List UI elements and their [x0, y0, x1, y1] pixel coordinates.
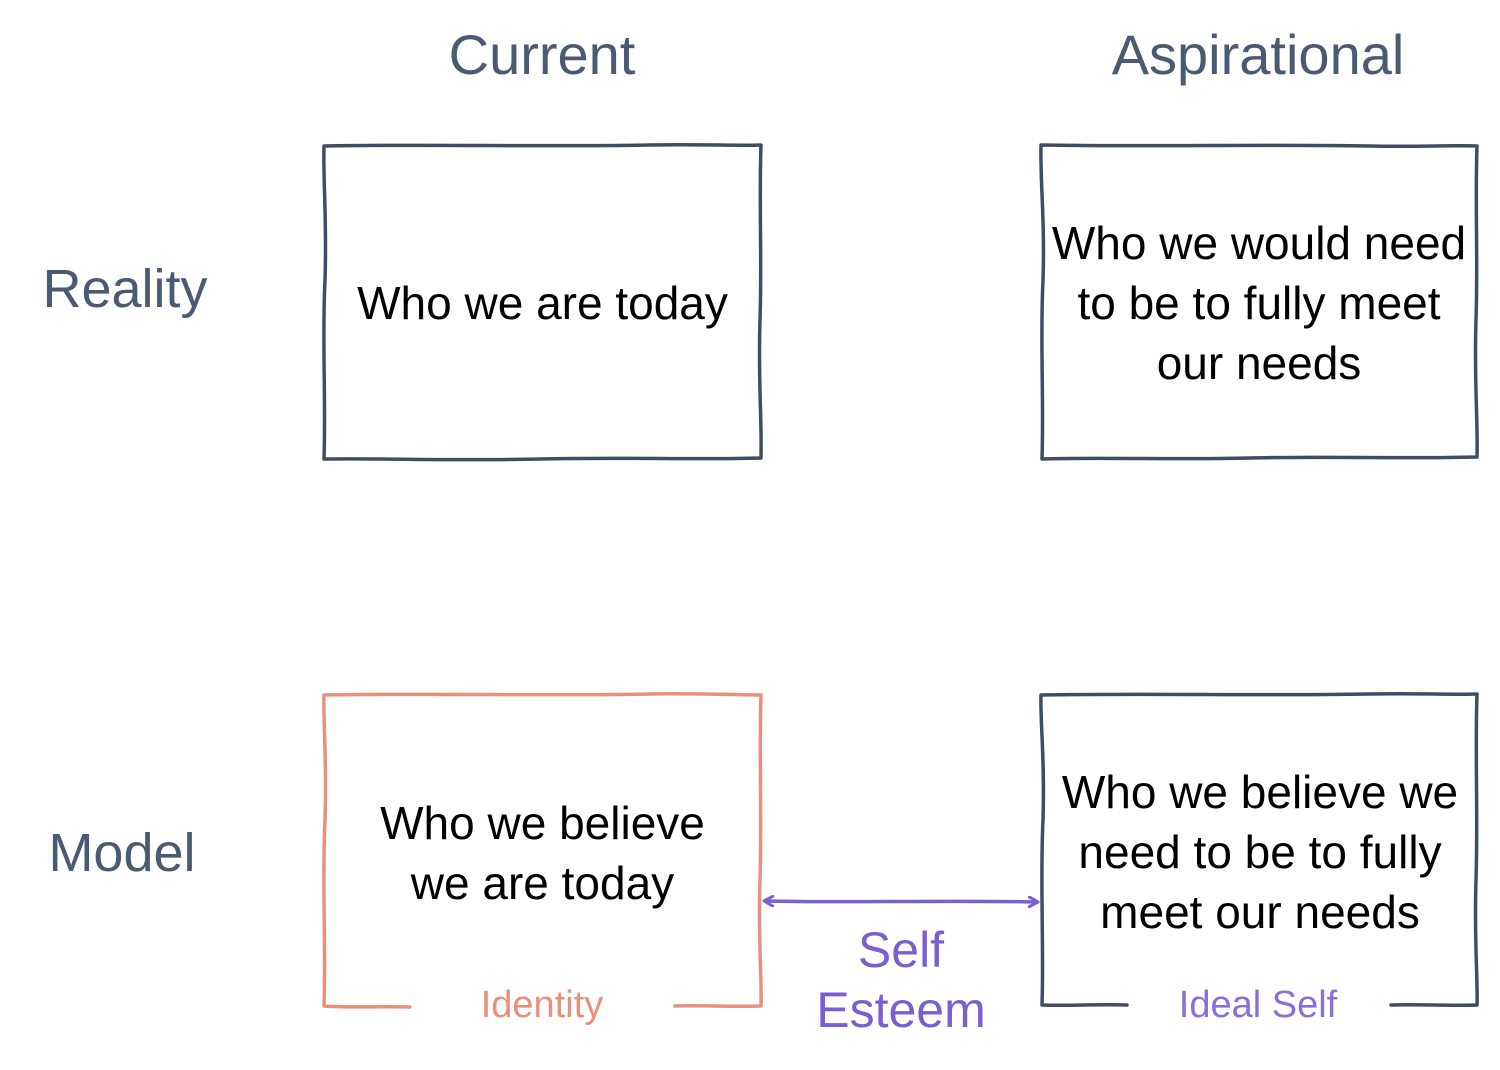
- column-header-aspirational: Aspirational: [1111, 23, 1405, 86]
- row-header-model: Model: [48, 823, 196, 883]
- row-header-reality: Reality: [42, 259, 208, 319]
- ideal-self-label: Ideal Self: [1178, 984, 1338, 1026]
- reality-current-box: [322, 142, 763, 462]
- ideal-self-box: [1039, 691, 1479, 1008]
- column-header-current: Current: [448, 23, 636, 86]
- reality-aspirational-box: [1039, 143, 1479, 461]
- reality-aspirational-text: Who we would need to be to fully meet ou…: [1051, 216, 1467, 389]
- self-esteem-label-line1: Self: [857, 922, 945, 978]
- identity-box: [322, 691, 763, 1009]
- reality-current-text: Who we are today: [357, 276, 728, 329]
- self-esteem-arrow: [765, 901, 1037, 902]
- identity-label: Identity: [480, 984, 604, 1026]
- model-aspirational-text: Who we believe we need to be to fully me…: [1061, 766, 1459, 938]
- model-current-text: Who we believe we are today: [380, 797, 705, 909]
- self-esteem-label-line2: Esteem: [816, 982, 986, 1038]
